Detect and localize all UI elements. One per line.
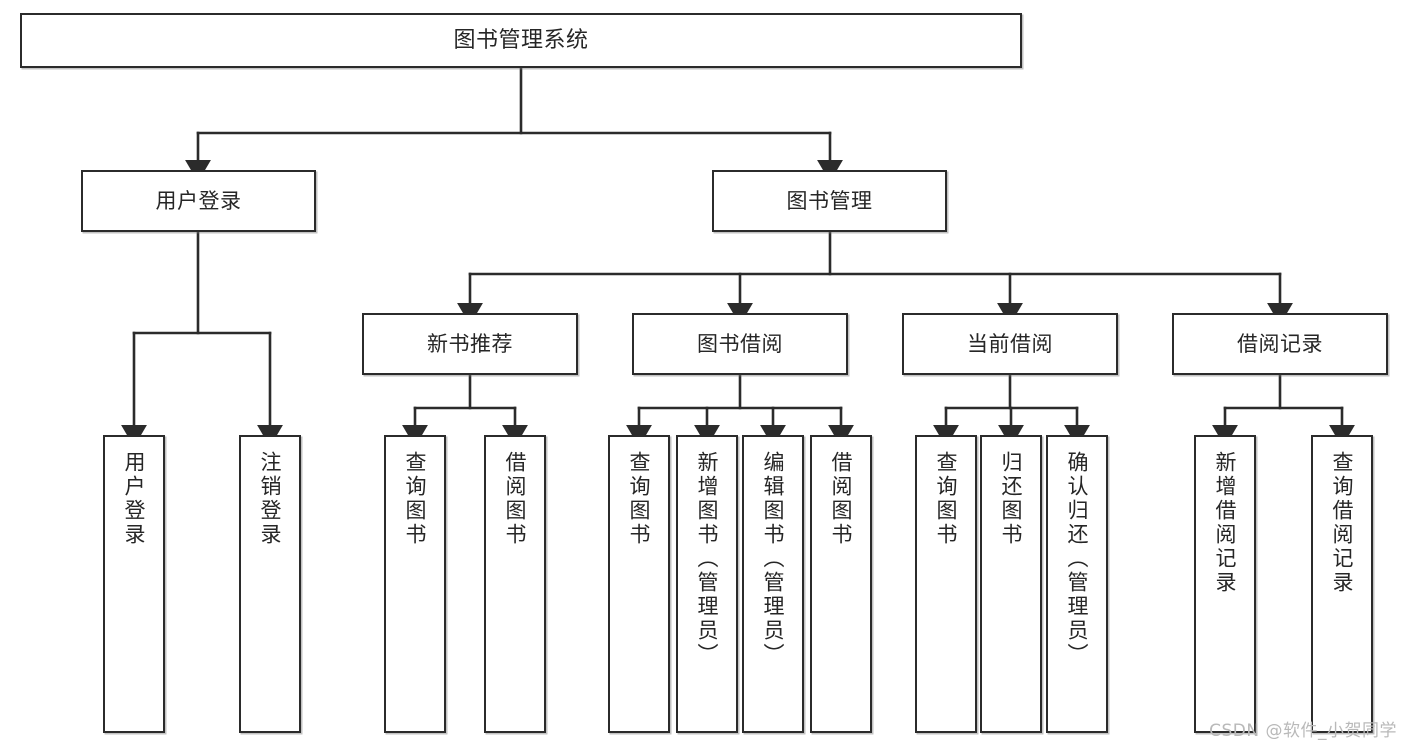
leaf-new-book-query-books[interactable]: 查询图书	[384, 435, 446, 733]
node-label: 查询图书	[403, 451, 428, 547]
node-user-login[interactable]: 用户登录	[81, 170, 316, 232]
leaf-current-borrow-confirm-return-admin[interactable]: 确认归还（管理员）	[1046, 435, 1108, 733]
node-label: 查询图书	[627, 451, 652, 547]
node-label: 新增图书（管理员）	[695, 451, 720, 667]
leaf-borrow-record-query-record[interactable]: 查询借阅记录	[1311, 435, 1373, 733]
leaf-current-borrow-query-books[interactable]: 查询图书	[915, 435, 977, 733]
node-label: 用户登录	[155, 188, 242, 213]
node-current-borrow[interactable]: 当前借阅	[902, 313, 1118, 375]
node-label: 注销登录	[258, 451, 283, 547]
node-label: 确认归还（管理员）	[1065, 451, 1090, 667]
leaf-current-borrow-return-books[interactable]: 归还图书	[980, 435, 1042, 733]
leaf-borrow-record-add-record[interactable]: 新增借阅记录	[1194, 435, 1256, 733]
leaf-book-borrow-query-books[interactable]: 查询图书	[608, 435, 670, 733]
csdn-watermark: CSDN @软件_小贺同学	[1209, 721, 1397, 741]
node-label: 图书管理	[786, 188, 873, 213]
leaf-new-book-borrow-books[interactable]: 借阅图书	[484, 435, 546, 733]
node-borrow-record[interactable]: 借阅记录	[1172, 313, 1388, 375]
node-label: 编辑图书（管理员）	[761, 451, 786, 667]
node-label: 查询借阅记录	[1330, 451, 1355, 595]
node-label: 用户登录	[122, 451, 147, 547]
node-label: 借阅记录	[1237, 331, 1323, 356]
node-label: 归还图书	[999, 451, 1024, 547]
node-label: 当前借阅	[967, 331, 1053, 356]
node-book-management[interactable]: 图书管理	[712, 170, 947, 232]
node-label: 新增借阅记录	[1213, 451, 1238, 595]
node-label: 借阅图书	[829, 451, 854, 547]
node-label: 图书借阅	[697, 331, 783, 356]
leaf-user-login-logout[interactable]: 注销登录	[239, 435, 301, 733]
node-label: 查询图书	[934, 451, 959, 547]
leaf-user-login-login[interactable]: 用户登录	[103, 435, 165, 733]
node-book-borrow[interactable]: 图书借阅	[632, 313, 848, 375]
node-label: 新书推荐	[427, 331, 513, 356]
leaf-book-borrow-edit-book-admin[interactable]: 编辑图书（管理员）	[742, 435, 804, 733]
node-new-book-recommend[interactable]: 新书推荐	[362, 313, 578, 375]
leaf-book-borrow-borrow-books[interactable]: 借阅图书	[810, 435, 872, 733]
leaf-book-borrow-add-book-admin[interactable]: 新增图书（管理员）	[676, 435, 738, 733]
node-root-book-management-system[interactable]: 图书管理系统	[20, 13, 1022, 68]
node-label: 借阅图书	[503, 451, 528, 547]
node-label: 图书管理系统	[453, 27, 589, 53]
